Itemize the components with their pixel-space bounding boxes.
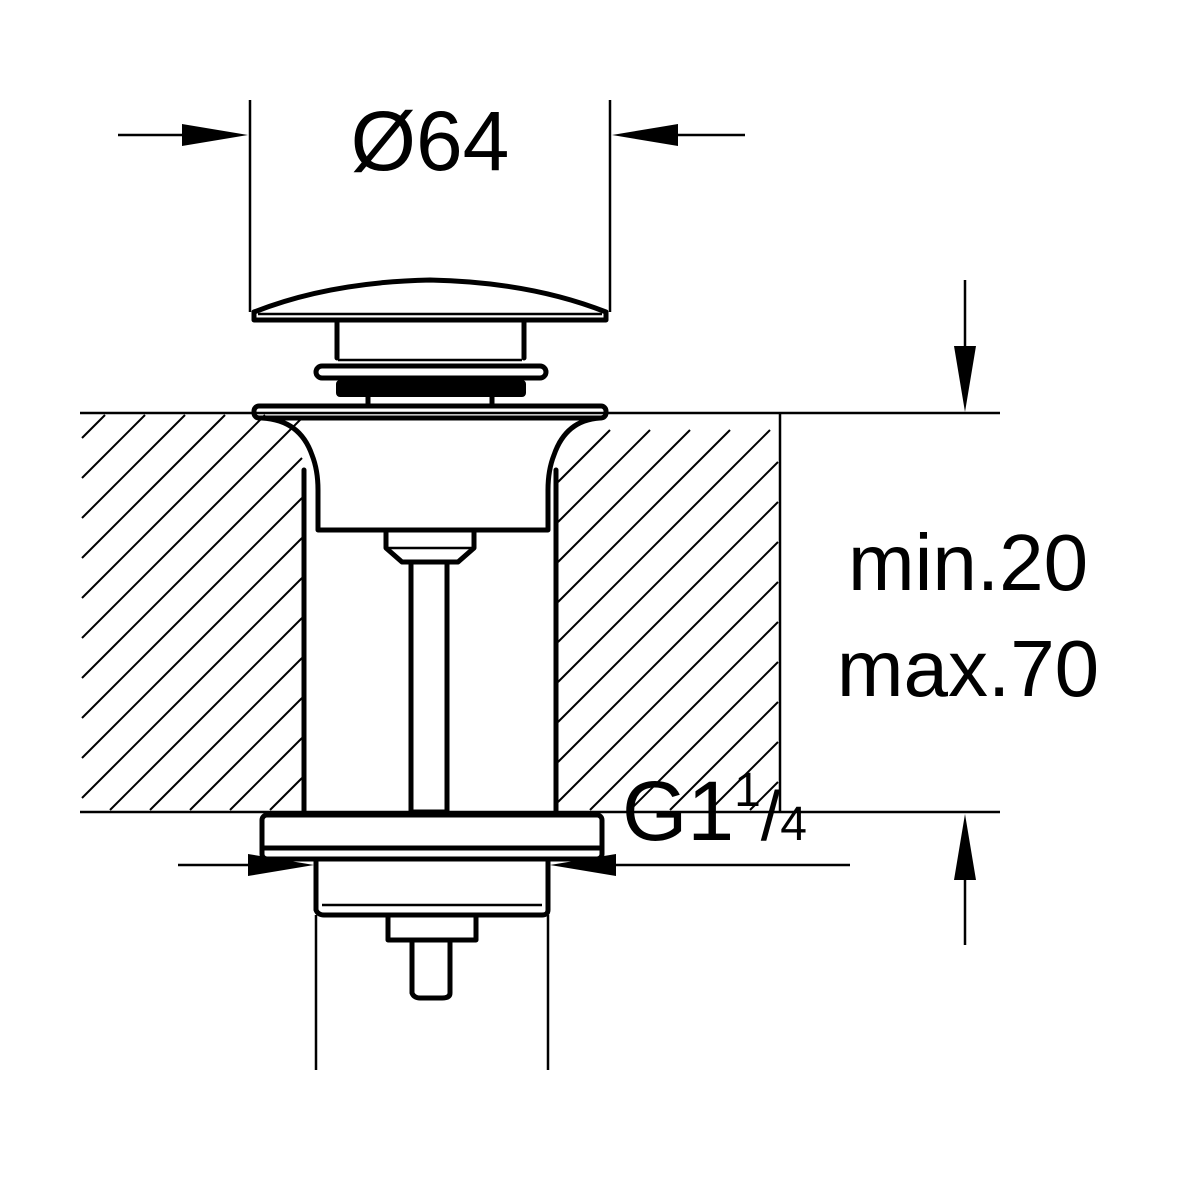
- hatch-line: [557, 461, 779, 683]
- hatch-line: [81, 414, 186, 519]
- hatch-line: [81, 414, 146, 479]
- hatch-line: [557, 429, 651, 523]
- thickness-dimension: min.20 max.70: [837, 280, 1099, 945]
- drain-nut: [259, 812, 605, 1001]
- arrow-left-icon: [550, 854, 616, 876]
- hatch-line: [81, 417, 303, 639]
- hatch-line: [557, 429, 731, 603]
- min-thickness-label: min.20: [848, 518, 1088, 607]
- drain-cap: [251, 277, 609, 409]
- thread-label: G11/4: [622, 764, 807, 858]
- hatch-line: [109, 617, 303, 811]
- hatch-line: [749, 781, 779, 811]
- arrow-right-icon: [248, 854, 314, 876]
- countertop: [80, 411, 1000, 815]
- hatch-line: [81, 497, 303, 719]
- hatch-line: [557, 429, 691, 563]
- hatch-line: [557, 429, 611, 483]
- hatch-line: [81, 577, 303, 799]
- hatch-line: [709, 741, 779, 811]
- arrow-down-icon: [954, 346, 976, 412]
- arrow-left-icon: [612, 124, 678, 146]
- diameter-dimension: Ø64: [118, 94, 745, 312]
- hatch-line: [669, 701, 779, 811]
- hatch-line: [589, 621, 779, 811]
- hatch-line: [81, 457, 303, 679]
- diameter-label: Ø64: [351, 94, 510, 188]
- hatch-line: [81, 414, 266, 599]
- hatch-line: [557, 541, 779, 763]
- hatch-line: [149, 657, 303, 811]
- hatch-line: [81, 537, 303, 759]
- max-thickness-label: max.70: [837, 624, 1099, 713]
- hatch-line: [629, 661, 779, 811]
- hatch-line: [557, 429, 771, 643]
- countertop-hatching: [81, 414, 779, 811]
- drain-body: [251, 403, 609, 815]
- hatch-line: [557, 501, 779, 723]
- hatch-line: [81, 414, 226, 559]
- hatch-line: [81, 414, 106, 439]
- hatch-line: [557, 581, 779, 803]
- hatch-line: [189, 697, 303, 811]
- hatch-line: [229, 737, 303, 811]
- arrow-right-icon: [182, 124, 248, 146]
- thread-dimension: G11/4: [178, 764, 850, 1070]
- hatch-line: [269, 777, 303, 811]
- arrow-up-icon: [954, 814, 976, 880]
